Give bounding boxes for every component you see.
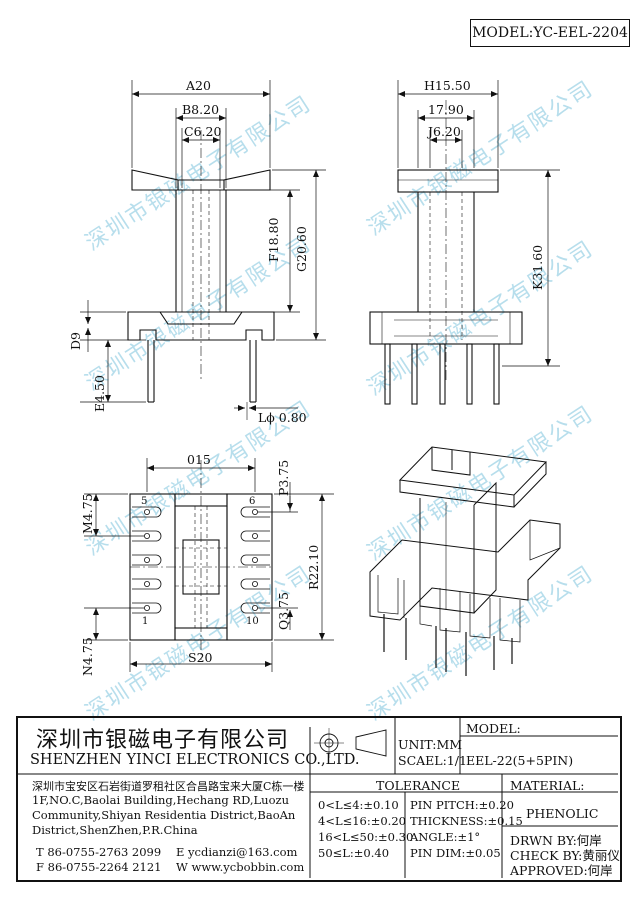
tolerance-row: 16<L≤50:±0.30 bbox=[318, 830, 414, 844]
side-view-pins bbox=[384, 343, 500, 405]
dim-j620: J6.20 bbox=[428, 124, 461, 139]
dim-e450: E4.50 bbox=[92, 375, 107, 412]
dim-q375: Q3.75 bbox=[276, 591, 291, 630]
checked-by: CHECK BY:黄丽仪 bbox=[510, 848, 620, 863]
tolerance-title: TOLERANCE bbox=[376, 778, 461, 793]
tolerance-row: 0<L≤4:±0.10 bbox=[318, 798, 399, 812]
scale-label: SCAEL:1/1 bbox=[398, 753, 467, 768]
pin-label-1: 1 bbox=[142, 616, 149, 627]
dim-p375: P3.75 bbox=[276, 459, 291, 496]
title-block-lines bbox=[18, 718, 618, 878]
address-en-line3: District,ShenZhen,P.R.China bbox=[32, 823, 198, 837]
dim-f1880: F18.80 bbox=[266, 217, 281, 262]
dim-d9: D9 bbox=[68, 332, 83, 350]
fax: F 86-0755-2264 2121 bbox=[36, 860, 162, 874]
dim-n475: N4.75 bbox=[80, 637, 95, 676]
website: W www.ycbobbin.com bbox=[176, 860, 305, 874]
spec-row: ANGLE:±1° bbox=[410, 830, 481, 844]
iso-pins bbox=[383, 614, 513, 676]
approved-by: APPROVED:何岸 bbox=[510, 863, 613, 878]
address-en-line2: Community,Shiyan Residentia District,Bao… bbox=[32, 808, 296, 822]
dim-m475-top: M4.75 bbox=[80, 493, 95, 534]
front-view bbox=[127, 130, 275, 420]
dim-k3160: K31.60 bbox=[530, 244, 545, 290]
pin-label-10: 10 bbox=[246, 616, 259, 627]
dim-h1550: H15.50 bbox=[424, 78, 471, 93]
dim-s20: S20 bbox=[188, 650, 213, 665]
bottom-view-dimensions bbox=[84, 458, 334, 672]
pin-holes bbox=[143, 508, 258, 612]
unit-label: UNIT:MM bbox=[398, 737, 463, 752]
spec-row: PIN DIM:±0.05 bbox=[410, 846, 501, 860]
side-view-dimensions bbox=[397, 80, 560, 367]
tolerance-row: 4<L≤16:±0.20 bbox=[318, 814, 406, 828]
slots-right bbox=[240, 506, 270, 614]
title-block bbox=[16, 716, 622, 882]
phone: T 86-0755-2763 2099 bbox=[36, 845, 162, 859]
company-name-en: SHENZHEN YINCI ELECTRONICS CO.,LTD. bbox=[30, 752, 360, 768]
address-cn: 深圳市宝安区石岩街道罗租社区合昌路宝来大厦C栋一楼 bbox=[32, 780, 305, 793]
slots-left bbox=[132, 506, 162, 614]
model-label: MODEL: bbox=[466, 721, 521, 736]
spec-row: PIN PITCH:±0.20 bbox=[410, 798, 514, 812]
material-label: MATERIAL: bbox=[510, 778, 585, 793]
side-view bbox=[369, 100, 523, 405]
front-view-dimensions bbox=[80, 80, 326, 411]
dim-l080: Lϕ 0.80 bbox=[258, 410, 307, 425]
dim-g2060: G20.60 bbox=[294, 226, 309, 272]
dim-r2210: R22.10 bbox=[306, 544, 321, 590]
material-value: PHENOLIC bbox=[526, 806, 599, 821]
dim-o15: 015 bbox=[187, 452, 211, 467]
dim-c620: C6.20 bbox=[184, 124, 222, 139]
projection-symbol bbox=[314, 728, 387, 758]
address-en-line1: 1F,NO.C,Baolai Building,Hechang RD,Luozu bbox=[32, 793, 289, 807]
pin-label-6: 6 bbox=[249, 496, 256, 507]
email: E ycdianzi@163.com bbox=[176, 845, 298, 859]
dim-a20: A20 bbox=[186, 78, 211, 93]
isometric-view bbox=[369, 446, 561, 676]
model-title: MODEL:YC-EEL-2204 bbox=[470, 19, 630, 47]
dim-17-90: 17.90 bbox=[428, 102, 464, 117]
dim-b820: B8.20 bbox=[182, 102, 220, 117]
tolerance-row: 50≤L:±0.40 bbox=[318, 846, 390, 860]
bottom-view bbox=[129, 460, 273, 660]
drawn-by: DRWN BY:何岸 bbox=[510, 833, 602, 848]
spec-row: THICKNESS:±0.15 bbox=[410, 814, 523, 828]
company-name-cn: 深圳市银磁电子有限公司 bbox=[36, 728, 290, 753]
model-value: EEL-22(5+5PIN) bbox=[466, 753, 574, 768]
pin-label-5: 5 bbox=[141, 496, 148, 507]
